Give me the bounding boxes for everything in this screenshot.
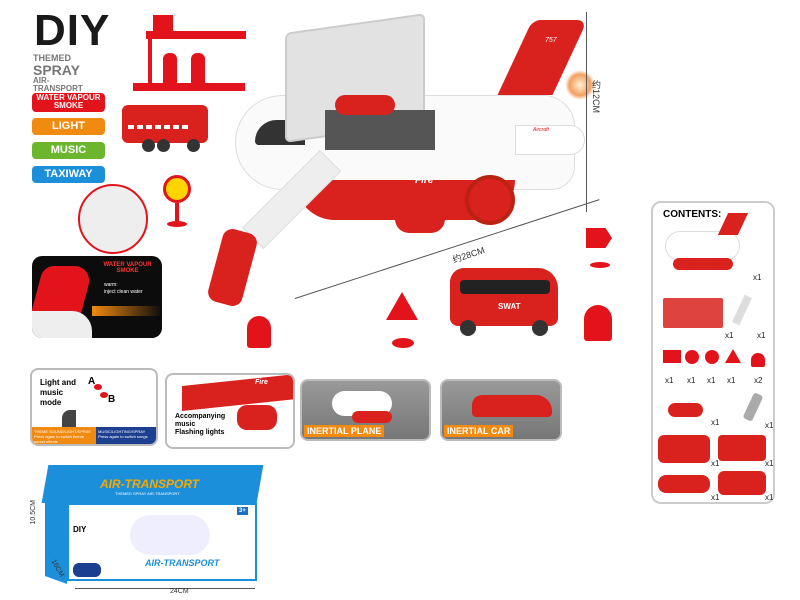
arrow-sign-image: [586, 228, 612, 248]
qty-plane: x1: [753, 273, 762, 282]
height-dimension-line: [586, 12, 587, 212]
tail-text: 757: [545, 37, 557, 44]
fire-truck-image: [122, 105, 210, 155]
qty-station: x1: [725, 331, 734, 340]
package-subtitle: THEMED SPRAY AIR-TRANSPORT: [115, 491, 180, 496]
fire-station-image: [128, 15, 246, 93]
feature-smoke: WATER VAPOUR SMOKE: [32, 93, 105, 112]
qty-sign2: x1: [687, 376, 696, 385]
main-plane-image: 757 Aircraft Fire: [205, 13, 595, 315]
package-box-image: AIR-TRANSPORT THEMED SPRAY AIR-TRANSPORT…: [41, 465, 264, 585]
inertial-plane-panel: INERTIAL PLANE: [300, 379, 431, 441]
feature-light: LIGHT: [32, 118, 105, 135]
height-label: 约12CM: [591, 80, 601, 114]
qty-truck: x1: [765, 459, 774, 468]
lights-text: Accompanying music Flashing lights: [175, 413, 226, 436]
feature-music: MUSIC: [32, 142, 105, 159]
inset-note2: inject clean water: [104, 289, 143, 295]
traffic-cone-image: [247, 316, 271, 348]
sign-base: [392, 338, 414, 348]
inertial-car-panel: INERTIAL CAR: [440, 379, 562, 441]
subtitle: THEMED SPRAY AIR- TRANSPORT: [33, 53, 83, 93]
qty-ramp: x1: [757, 331, 766, 340]
panel-title: Light and music mode: [40, 378, 76, 407]
road-sign-image: [163, 175, 191, 230]
package-height-label: 10.5CM: [30, 500, 37, 525]
wing-text: Aircraft: [533, 127, 549, 133]
inertial-plane-tag: INERTIAL PLANE: [304, 425, 385, 437]
qty-sign3: x1: [707, 376, 716, 385]
mode-b-label: MUSIC/LIGHTING/SPRAY: [98, 429, 146, 434]
package-width-label: 24CM: [170, 588, 189, 595]
package-brand-front: AIR-TRANSPORT: [145, 558, 220, 568]
inertial-car-tag: INERTIAL CAR: [444, 425, 514, 437]
callout-circle: [78, 184, 148, 254]
package-diy: DIY: [73, 525, 87, 534]
mode-b-hint: Press again to switch songs: [98, 434, 148, 439]
qty-bottle: x1: [765, 421, 774, 430]
qty-ambulance: x1: [765, 493, 774, 502]
qty-van: x1: [711, 459, 720, 468]
light-music-panel: Light and music mode A B THEME SOUND/LIG…: [30, 368, 158, 446]
inset-note1: warm:: [104, 282, 118, 288]
qty-sign4: x1: [727, 376, 736, 385]
smoke-inset: WATER VAPOUR SMOKE warm: inject clean wa…: [32, 256, 162, 338]
diy-title: DIY: [34, 6, 111, 55]
package-width-line: [75, 588, 255, 589]
button-a-label: A: [88, 376, 96, 387]
qty-car: x1: [711, 493, 720, 502]
wing-fire-text: Fire: [255, 379, 268, 386]
mode-a-label: THEME SOUND/LIGHT/SPRAY: [34, 429, 91, 434]
side-text: Fire: [415, 175, 434, 186]
feature-taxiway: TAXIWAY: [32, 166, 105, 183]
contents-box: CONTENTS: x1 x1 x1 x1 x1 x1 x1 x2 x1 x1 …: [651, 201, 775, 504]
van-text: SWAT: [498, 302, 521, 311]
qty-cone: x2: [754, 376, 763, 385]
contents-title: CONTENTS:: [663, 209, 722, 220]
qty-sign1: x1: [665, 376, 674, 385]
warning-sign-image: [386, 292, 418, 320]
lights-panel: Fire Accompanying music Flashing lights: [165, 373, 295, 449]
inset-title: WATER VAPOUR SMOKE: [103, 262, 152, 274]
traffic-cone-image: [584, 305, 612, 341]
package-brand: AIR-TRANSPORT: [100, 477, 200, 491]
button-b-label: B: [108, 394, 116, 405]
swat-van-image: SWAT: [450, 268, 560, 340]
mode-a-hint: Press again to switch theme sound effect…: [34, 434, 85, 444]
qty-helicopter: x1: [711, 418, 720, 427]
package-age: 3+: [237, 507, 248, 515]
sign-base: [590, 262, 610, 268]
